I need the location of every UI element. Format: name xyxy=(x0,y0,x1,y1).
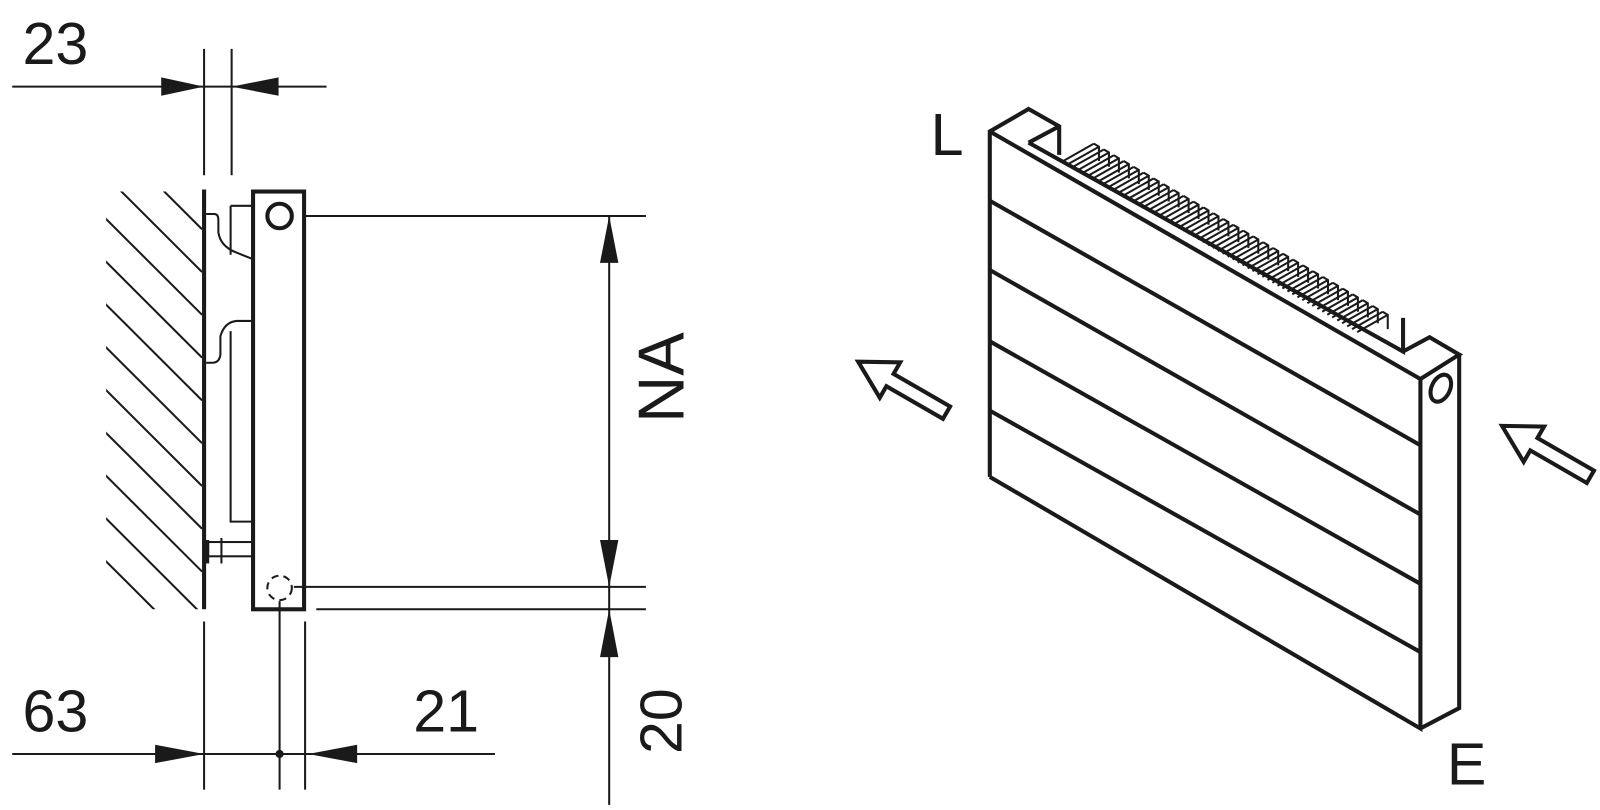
dim-63-label: 63 xyxy=(22,678,88,745)
fin xyxy=(1132,183,1170,206)
fin xyxy=(1311,287,1349,310)
wall-hatching xyxy=(100,42,203,610)
inlet-label: L xyxy=(931,101,964,168)
fin xyxy=(1281,270,1320,293)
fin xyxy=(1202,223,1240,247)
fin xyxy=(1092,160,1130,183)
fin xyxy=(1271,264,1310,287)
dim-23-label: 23 xyxy=(22,10,88,77)
fin xyxy=(1072,148,1110,171)
airflow-in-arrow-icon xyxy=(1498,423,1597,486)
fin xyxy=(1222,235,1260,258)
fin xyxy=(1082,154,1120,177)
fin xyxy=(1291,276,1330,299)
fin xyxy=(1301,281,1339,305)
fin xyxy=(1232,241,1270,264)
hatch-line xyxy=(106,517,199,610)
hatch-line xyxy=(162,191,203,230)
hatch-line xyxy=(119,191,203,273)
fin xyxy=(1192,218,1230,241)
fin xyxy=(1242,247,1280,270)
fin xyxy=(1261,258,1300,281)
fin xyxy=(1251,252,1290,276)
dim-na-label: NA xyxy=(625,332,698,423)
dimension-23: 23 xyxy=(12,10,327,176)
fin xyxy=(1112,171,1150,194)
fin xyxy=(1182,212,1220,235)
airflow-out-arrow-icon xyxy=(854,359,953,422)
hatch-line xyxy=(106,431,203,530)
hatch-line xyxy=(106,388,203,487)
outlet-label: E xyxy=(1447,731,1486,798)
fin xyxy=(1351,310,1389,334)
convector-fins xyxy=(1062,142,1389,334)
hatch-line xyxy=(106,474,203,573)
fin xyxy=(1331,299,1369,322)
hatch-line xyxy=(106,217,203,316)
dimension-63-21: 63 21 xyxy=(12,601,495,790)
dimension-na: NA 20 xyxy=(600,216,698,805)
hatch-line xyxy=(106,345,203,444)
spacer-screw xyxy=(205,537,255,564)
fin xyxy=(1102,165,1140,189)
fin xyxy=(1142,189,1180,212)
dim-21-label: 21 xyxy=(413,678,479,745)
fin xyxy=(1212,229,1250,252)
hatch-line xyxy=(106,303,203,402)
fin xyxy=(1162,200,1200,223)
iso-view: L E xyxy=(854,101,1597,798)
top-connection-icon xyxy=(265,201,294,231)
fin xyxy=(1062,142,1100,165)
hatch-line xyxy=(100,85,202,187)
connection-icon xyxy=(1428,372,1454,404)
hatch-line xyxy=(106,260,203,359)
fin xyxy=(1122,177,1160,200)
bottom-connection-icon xyxy=(266,574,293,602)
fin xyxy=(1172,206,1210,229)
hatch-line xyxy=(100,42,202,144)
fin xyxy=(1341,305,1379,328)
fin xyxy=(1321,293,1359,316)
hatch-line xyxy=(106,559,156,610)
radiator-panel xyxy=(987,106,1464,733)
dim-20-label: 20 xyxy=(628,688,695,754)
fin xyxy=(1152,194,1190,218)
wall-bracket xyxy=(206,204,254,523)
side-view: 23 NA 20 xyxy=(12,10,698,805)
radiator-section xyxy=(251,189,307,612)
